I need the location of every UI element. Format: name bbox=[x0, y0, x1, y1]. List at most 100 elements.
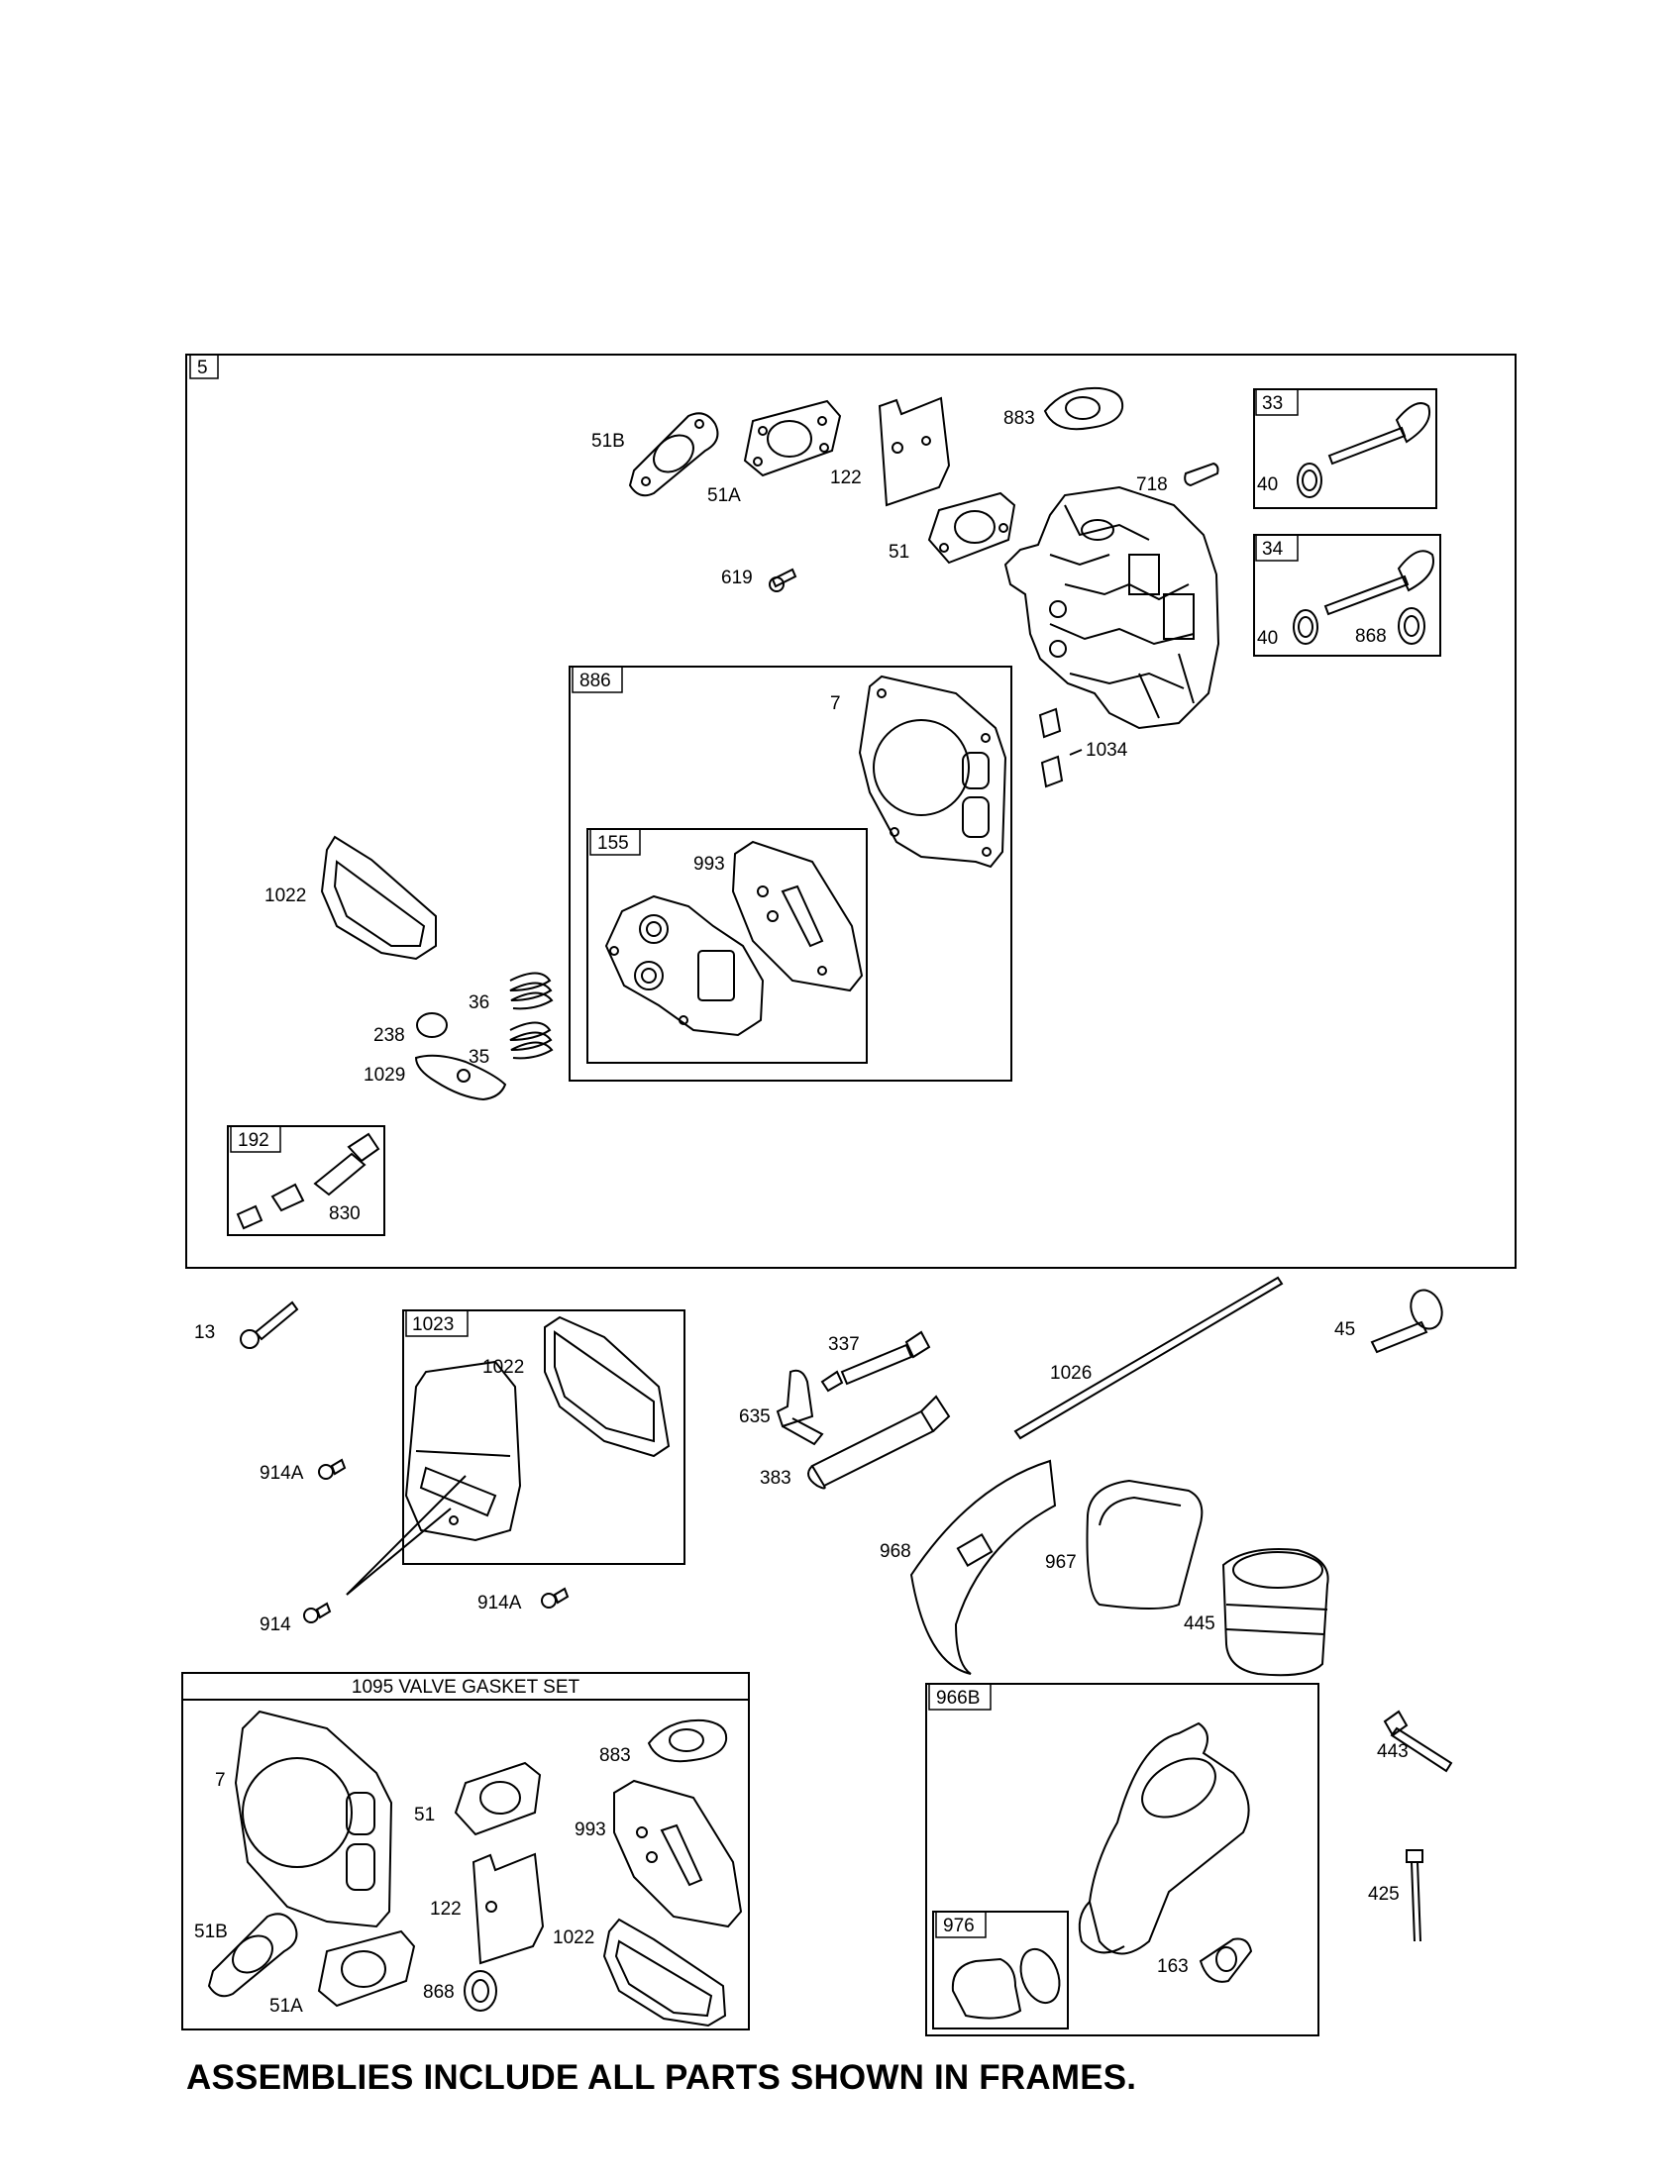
bolt-443 bbox=[1383, 1710, 1453, 1773]
air-cleaner-base-966b bbox=[1078, 1721, 1250, 1955]
frame-155: 155 bbox=[586, 828, 868, 1064]
pre-cleaner-967 bbox=[1086, 1479, 1204, 1610]
frame-label-34: 34 bbox=[1262, 539, 1284, 560]
cap-238 bbox=[416, 1012, 448, 1038]
valve-cover-1023 bbox=[404, 1360, 522, 1542]
callout-967: 967 bbox=[1045, 1552, 1077, 1573]
kit-callout-993: 993 bbox=[575, 1820, 606, 1840]
callout-40-a: 40 bbox=[1257, 474, 1278, 495]
kit-head-gasket-7 bbox=[234, 1710, 393, 1928]
spark-boot-635 bbox=[776, 1369, 824, 1446]
cover-gasket-1022b bbox=[544, 1315, 671, 1458]
frame-label-976: 976 bbox=[943, 1916, 975, 1936]
rocker-arm-1029 bbox=[414, 1054, 507, 1101]
air-filter-445 bbox=[1221, 1548, 1329, 1677]
kit-callout-7: 7 bbox=[215, 1770, 226, 1791]
screw-619 bbox=[769, 568, 797, 592]
screw-914 bbox=[303, 1475, 467, 1623]
gasket-993 bbox=[731, 840, 864, 992]
callout-425: 425 bbox=[1368, 1884, 1400, 1905]
valve-33 bbox=[1297, 402, 1430, 498]
kit-callout-51b: 51B bbox=[194, 1922, 228, 1942]
frame-label-33: 33 bbox=[1262, 393, 1283, 414]
callout-337: 337 bbox=[828, 1334, 860, 1355]
callout-13: 13 bbox=[194, 1322, 215, 1343]
pin-718 bbox=[1184, 462, 1219, 487]
kit-gasket-1022 bbox=[602, 1918, 727, 2028]
frame-966b: 966B bbox=[925, 1683, 1319, 2036]
kit-gasket-122 bbox=[472, 1852, 545, 1965]
elbow-976 bbox=[951, 1947, 1061, 2020]
kit-callout-51: 51 bbox=[414, 1805, 435, 1825]
callout-868: 868 bbox=[1355, 626, 1387, 647]
valve-34 bbox=[1293, 550, 1434, 645]
callout-36: 36 bbox=[469, 992, 489, 1013]
frame-976: 976 bbox=[932, 1911, 1069, 2029]
screw-914a-2 bbox=[541, 1587, 570, 1609]
callout-35: 35 bbox=[469, 1047, 489, 1068]
bolt-13 bbox=[240, 1300, 299, 1349]
plate-155 bbox=[604, 894, 765, 1037]
frame-label-5: 5 bbox=[197, 358, 208, 378]
frame-192: 192 bbox=[227, 1125, 385, 1236]
callout-51a: 51A bbox=[707, 485, 741, 506]
callout-619: 619 bbox=[721, 568, 753, 588]
kit-gasket-883 bbox=[647, 1718, 728, 1763]
spark-plug-337 bbox=[820, 1330, 931, 1393]
callout-1022: 1022 bbox=[264, 885, 306, 906]
callout-122: 122 bbox=[830, 468, 862, 488]
frame-34: 34 bbox=[1253, 534, 1441, 657]
frame-label-1023: 1023 bbox=[412, 1314, 454, 1335]
kit-gasket-51 bbox=[454, 1761, 542, 1836]
kit-callout-122: 122 bbox=[430, 1899, 462, 1920]
callout-1029: 1029 bbox=[364, 1065, 405, 1086]
callout-635: 635 bbox=[739, 1406, 771, 1427]
callout-718: 718 bbox=[1136, 474, 1168, 495]
gasket-51b bbox=[628, 412, 719, 497]
callout-914: 914 bbox=[260, 1614, 291, 1635]
callout-883: 883 bbox=[1003, 408, 1035, 429]
callout-1026: 1026 bbox=[1050, 1363, 1092, 1384]
cylinder-head bbox=[1003, 485, 1220, 730]
callout-830: 830 bbox=[329, 1203, 361, 1224]
frame-886: 886 bbox=[569, 666, 1012, 1082]
frame-label-886: 886 bbox=[579, 671, 611, 691]
callout-40-b: 40 bbox=[1257, 628, 1278, 649]
frame-label-155: 155 bbox=[597, 833, 629, 854]
gasket-163 bbox=[1199, 1937, 1253, 1983]
rocker-shaft-383 bbox=[807, 1395, 951, 1490]
callout-993: 993 bbox=[693, 854, 725, 875]
callout-443: 443 bbox=[1377, 1741, 1409, 1762]
callout-163: 163 bbox=[1157, 1956, 1189, 1977]
kit-callout-1022: 1022 bbox=[553, 1927, 594, 1948]
callout-968: 968 bbox=[880, 1541, 911, 1562]
kit-callout-868: 868 bbox=[423, 1982, 455, 2003]
cover-gasket-1022 bbox=[320, 835, 437, 961]
head-gasket-7 bbox=[858, 675, 1007, 869]
gasket-883 bbox=[1043, 386, 1124, 431]
callout-383: 383 bbox=[760, 1468, 791, 1489]
frame-1095: 1095 VALVE GASKET SET bbox=[181, 1672, 750, 2030]
gasket-51a bbox=[743, 399, 842, 477]
callout-7: 7 bbox=[830, 693, 841, 714]
kit-gasket-51a bbox=[317, 1929, 416, 2008]
frame-1023: 1023 bbox=[402, 1309, 685, 1565]
callout-1034: 1034 bbox=[1086, 740, 1128, 761]
cap-45 bbox=[1370, 1289, 1443, 1354]
kit-callout-883: 883 bbox=[599, 1745, 631, 1766]
kit-seal-868 bbox=[464, 1970, 497, 2012]
screw-914a-1 bbox=[318, 1458, 347, 1480]
frame-label-966b: 966B bbox=[936, 1688, 980, 1709]
stud-830 bbox=[236, 1132, 380, 1230]
bolt-425 bbox=[1406, 1849, 1423, 1942]
frame-note: ASSEMBLIES INCLUDE ALL PARTS SHOWN IN FR… bbox=[186, 2058, 1137, 2097]
callout-45: 45 bbox=[1334, 1319, 1355, 1340]
callout-238: 238 bbox=[373, 1025, 405, 1046]
frame-5: 5 bbox=[185, 354, 1517, 1269]
callout-914a-1: 914A bbox=[260, 1463, 304, 1484]
callout-51b: 51B bbox=[591, 431, 625, 452]
spring-35 bbox=[509, 1021, 554, 1060]
frame-label-1095: 1095 VALVE GASKET SET bbox=[352, 1677, 580, 1698]
callout-51: 51 bbox=[889, 542, 909, 563]
